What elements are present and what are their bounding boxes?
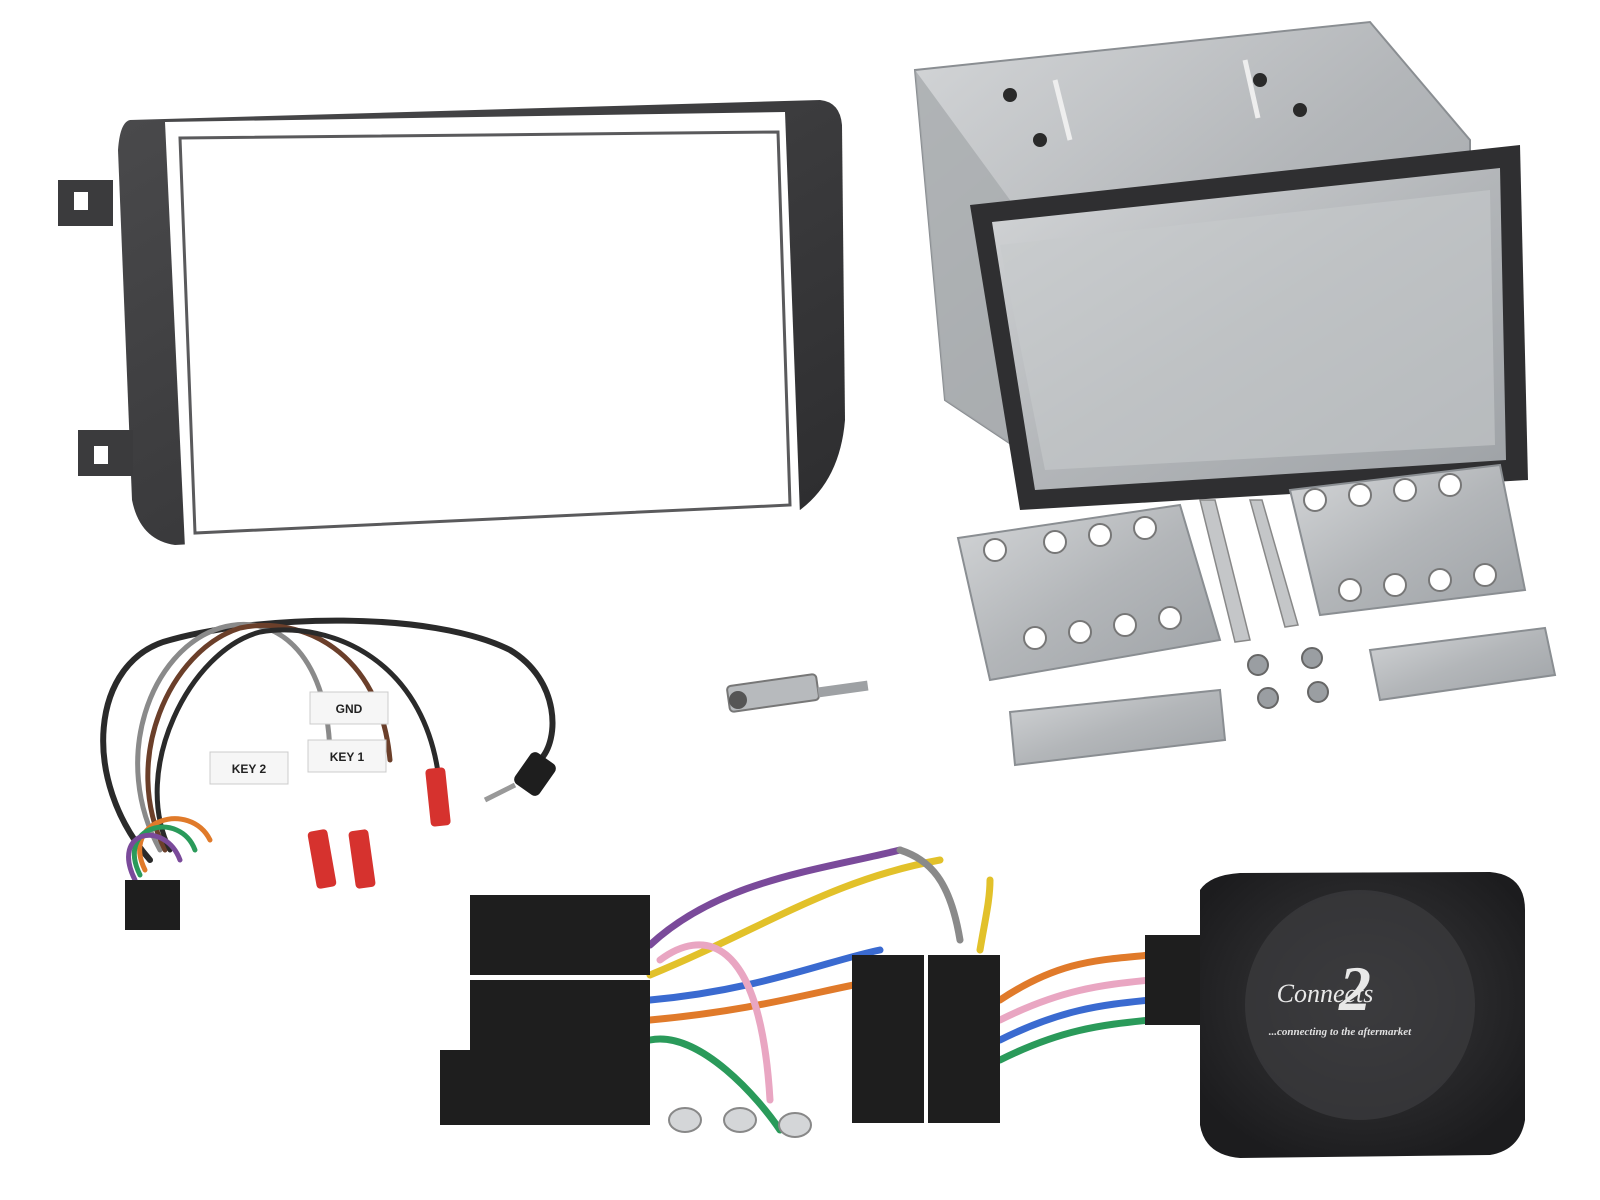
antenna-adapter bbox=[726, 673, 869, 713]
jack-plug bbox=[483, 752, 556, 803]
double-din-fascia-panel bbox=[58, 100, 845, 548]
module-brand-text: Connects bbox=[1277, 979, 1374, 1008]
label-gnd: GND bbox=[309, 691, 389, 725]
side-bracket-right bbox=[1288, 463, 1527, 617]
module-brand-numeral: 2 bbox=[1338, 953, 1371, 1024]
mounting-screws bbox=[1247, 647, 1329, 709]
label-key2-text: KEY 2 bbox=[232, 762, 267, 776]
label-key2: KEY 2 bbox=[209, 751, 289, 785]
iso-harness-wires bbox=[646, 846, 1154, 1134]
metal-mounting-cage bbox=[913, 20, 1528, 510]
steering-lead-connector bbox=[125, 880, 180, 930]
label-gnd-text: GND bbox=[336, 702, 363, 716]
spring-clips bbox=[1008, 626, 1557, 767]
iso-connector-radio-side bbox=[852, 955, 1000, 1123]
release-keys bbox=[1199, 499, 1299, 643]
iso-connector-car-side bbox=[440, 895, 650, 1125]
steering-control-lead bbox=[100, 617, 556, 883]
red-bullet-terminals bbox=[307, 767, 451, 889]
label-key1-text: KEY 1 bbox=[330, 750, 365, 764]
module-tagline: ...connecting to the aftermarket bbox=[1269, 1026, 1412, 1038]
label-key1: KEY 1 bbox=[307, 739, 387, 773]
side-bracket-left bbox=[956, 503, 1222, 682]
ring-terminals bbox=[668, 1107, 812, 1138]
interface-module: 2 Connects ...connecting to the aftermar… bbox=[1145, 872, 1525, 1158]
